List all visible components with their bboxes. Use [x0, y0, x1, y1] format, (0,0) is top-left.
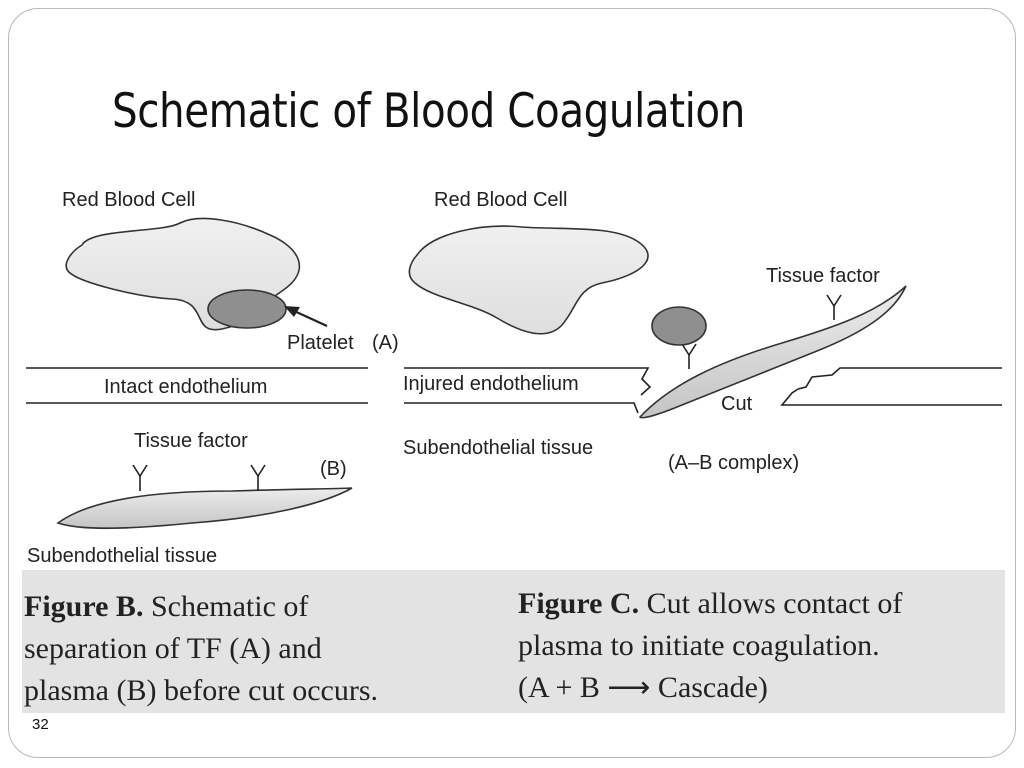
platelet-left — [207, 289, 287, 329]
injured-endothelium-right-bottom — [780, 388, 1002, 406]
figure-c-heading: Figure C. — [518, 587, 640, 620]
slide-title: Schematic of Blood Coagulation — [112, 84, 745, 139]
platelet-label: Platelet — [287, 332, 354, 354]
figure-c-line3: (A + B ⟶ Cascade) — [518, 671, 768, 704]
cut-label: Cut — [721, 393, 753, 415]
tissue-factor-label: Tissue factor — [134, 430, 248, 452]
subendothelial-tissue-right — [638, 285, 907, 419]
red-blood-cell-label: Red Blood Cell — [434, 189, 568, 211]
marker-a: (A) — [372, 332, 399, 354]
figure-b-heading: Figure B. — [24, 590, 144, 623]
figure-c-caption: Figure C. Cut allows contact of plasma t… — [518, 583, 902, 709]
platelet-arrow — [291, 308, 328, 328]
figure-b-line2: separation of TF (A) and — [24, 632, 322, 665]
tissue-factor-label: Tissue factor — [766, 265, 880, 287]
intact-endothelium-label: Intact endothelium — [104, 376, 268, 398]
subendothelial-tissue-label: Subendothelial tissue — [403, 437, 594, 459]
red-blood-cell-label: Red Blood Cell — [62, 189, 196, 211]
platelet-bound — [651, 306, 707, 346]
red-blood-cell-right — [408, 225, 649, 335]
tissue-factor-receptor — [250, 464, 266, 491]
platelet-arrowhead — [284, 306, 300, 317]
coagulation-diagram — [26, 217, 1002, 530]
figure-b-caption: Figure B. Schematic of separation of TF … — [24, 586, 378, 712]
tissue-factor-receptor — [681, 343, 697, 369]
figure-c-line2: plasma to initiate coagulation. — [518, 629, 880, 662]
subendothelial-tissue-left — [56, 487, 353, 530]
tissue-factor-receptor — [826, 294, 842, 320]
tissue-factor-receptor — [132, 464, 148, 491]
figure-panel: Red Blood Cell Platelet (A) Intact endot… — [22, 183, 1005, 570]
injured-endothelium-left — [404, 367, 652, 396]
figure-b-line3: plasma (B) before cut occurs. — [24, 674, 379, 707]
slide-number: 32 — [32, 716, 49, 733]
figure-b-line1: Schematic of — [150, 590, 309, 623]
injured-endothelium-left-bottom — [404, 402, 639, 414]
injured-endothelium-right — [797, 367, 1002, 390]
marker-b: (B) — [320, 458, 347, 480]
caption-band: Figure B. Schematic of separation of TF … — [22, 570, 1005, 713]
complex-label: (A–B complex) — [668, 452, 800, 474]
figure-c-line1: Cut allows contact of — [646, 587, 903, 620]
subendothelial-tissue-label: Subendothelial tissue — [27, 545, 218, 567]
injured-endothelium-label: Injured endothelium — [403, 373, 579, 395]
